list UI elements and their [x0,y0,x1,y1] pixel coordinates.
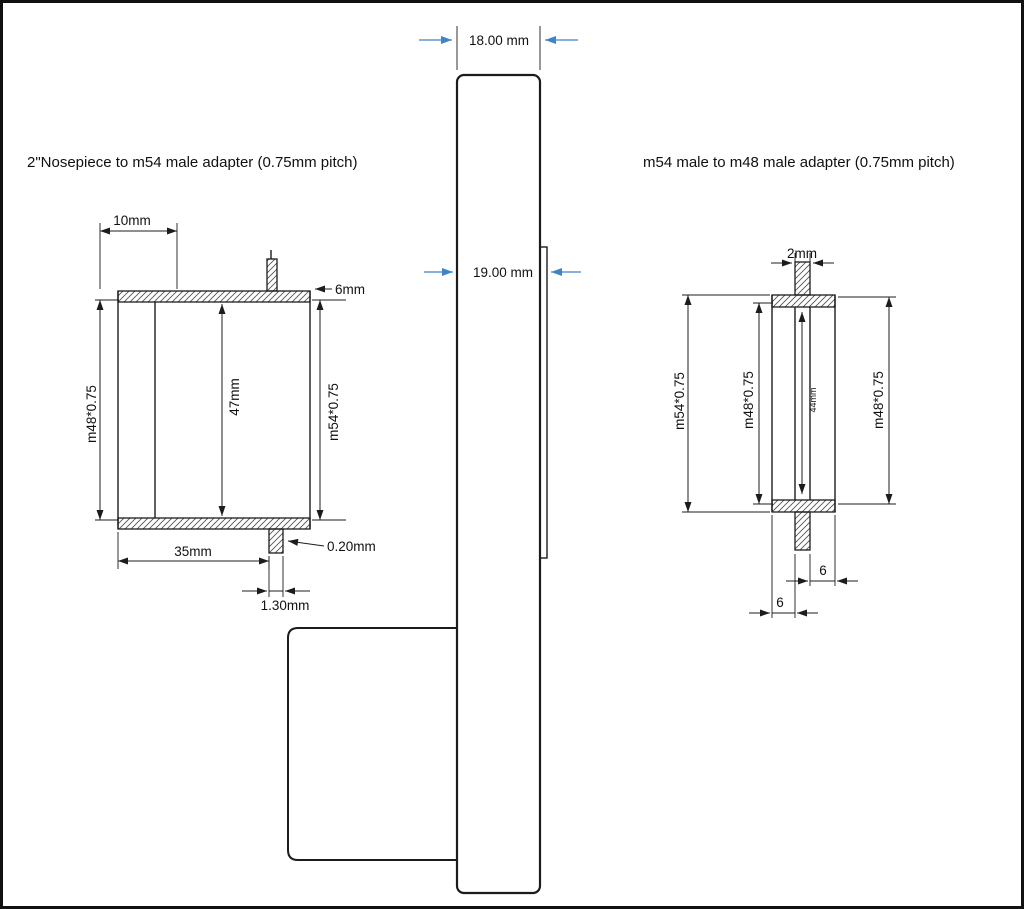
dim-label-2mm: 2mm [787,246,817,261]
adapter-plate-profile [455,73,542,895]
dim-label-m54-left-view: m54*0.75 [326,383,341,441]
dim-m48-left-view: m48*0.75 [84,299,119,521]
left-view-title: 2"Nosepiece to m54 male adapter (0.75mm … [27,154,357,171]
bottom-lip-section [268,528,284,554]
right-view-title: m54 male to m48 male adapter (0.75mm pit… [643,154,955,171]
nosepiece-body-profile [287,627,458,861]
dim-10mm: 10mm [99,213,178,289]
thread-lip-profile [539,246,548,559]
left-part-section [117,250,311,554]
dim-label-6-upper: 6 [819,563,827,578]
dim-m54-right-view: m54*0.75 [672,294,770,513]
dim-2mm: 2mm [771,246,834,268]
dim-6mm: 6mm [315,282,365,297]
dim-m54-left-view: m54*0.75 [312,299,346,521]
left-view: 2"Nosepiece to m54 male adapter (0.75mm … [27,154,376,613]
dim-label-6mm: 6mm [335,282,365,297]
center-view: 18.00 mm 19.00 mm [287,26,581,895]
right-view: m54 male to m48 male adapter (0.75mm pit… [643,154,955,618]
dim-label-m54-right-view: m54*0.75 [672,372,687,430]
dim-label-47mm: 47mm [227,378,242,416]
top-flange-section [771,294,836,308]
top-tab-section [794,261,811,296]
dim-label-44mm: 44mm [808,387,818,412]
dim-label-m48-left: m48*0.75 [741,371,756,429]
dim-130mm: 1.30mm [242,556,310,613]
dim-label-19mm: 19.00 mm [473,265,533,280]
bottom-flange-section [117,517,311,530]
bottom-flange-section [771,499,836,513]
dim-label-35mm: 35mm [174,544,212,559]
dim-m48-right: m48*0.75 [838,296,896,505]
dim-47mm: 47mm [218,304,242,516]
dim-35mm: 35mm [117,532,270,569]
dim-label-m48-right: m48*0.75 [871,371,886,429]
dim-label-6-lower: 6 [776,595,784,610]
bottom-tab-section [794,511,811,551]
dim-m48-left: m48*0.75 [741,302,773,505]
dim-label-020mm: 0.20mm [327,539,376,554]
top-pin-section [266,258,278,292]
dim-020mm: 0.20mm [287,538,376,554]
dim-6-lower: 6 [749,515,818,618]
dim-label-130mm: 1.30mm [261,598,310,613]
dim-label-10mm: 10mm [113,213,151,228]
dim-label-m48-left-view: m48*0.75 [84,385,99,443]
dim-44mm: 44mm [798,312,818,494]
dim-label-18mm: 18.00 mm [469,33,529,48]
dim-6-upper: 6 [786,515,858,586]
top-flange-section [117,290,311,303]
right-part-section [771,261,836,551]
